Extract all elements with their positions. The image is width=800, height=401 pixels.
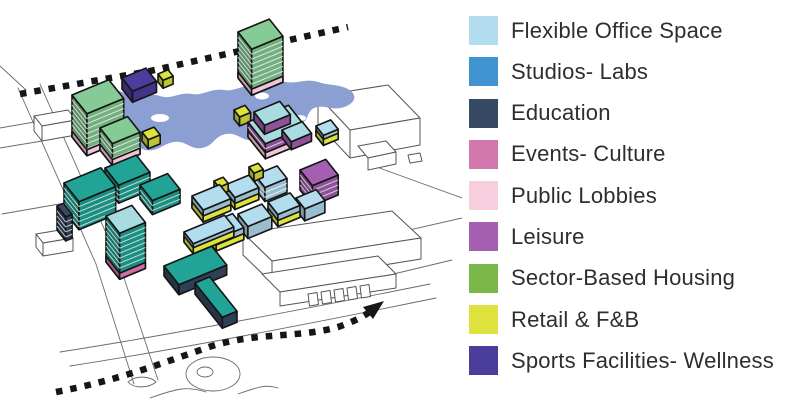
sketch-building-south	[242, 210, 422, 307]
building-labs-block-3	[139, 172, 181, 216]
sketch-building-northeast	[317, 84, 423, 171]
legend-item-studios-labs: Studios- Labs	[469, 57, 774, 87]
legend-label: Flexible Office Space	[511, 17, 723, 43]
building-office-block-6	[267, 192, 301, 228]
buildings	[56, 18, 340, 330]
building-labs-slab-2	[194, 276, 238, 330]
building-events-wing	[281, 120, 313, 151]
path-arrowhead	[363, 301, 384, 319]
building-office-block-8	[183, 214, 235, 255]
roundabout-island	[196, 366, 214, 378]
building-retail-kiosk-3	[233, 104, 252, 127]
legend-label: Sector-Based Housing	[511, 265, 736, 291]
legend-label: Public Lobbies	[511, 182, 657, 208]
building-events-upper	[253, 100, 292, 136]
building-sports-pavilion	[121, 67, 158, 104]
road-line	[0, 65, 27, 91]
legend: Flexible Office Space Studios- Labs Educ…	[469, 16, 774, 376]
building-office-block-1	[191, 183, 232, 223]
road-line	[17, 87, 135, 385]
building-labs-block-1	[63, 167, 117, 231]
legend-item-retail-fb: Retail & F&B	[469, 305, 774, 335]
sketch-house-west-a	[33, 109, 77, 142]
legend-label: Studios- Labs	[511, 58, 649, 84]
dotted-path-south	[55, 307, 375, 396]
building-office-block-9	[315, 119, 340, 147]
legend-item-sector-based-housing: Sector-Based Housing	[469, 263, 774, 293]
legend-item-education: Education	[469, 98, 774, 128]
legend-item-leisure: Leisure	[469, 222, 774, 252]
road-line	[59, 283, 431, 353]
road-line	[149, 388, 207, 399]
legend-swatch-studios-labs	[469, 57, 498, 87]
road-line	[0, 140, 43, 149]
legend-item-public-lobbies: Public Lobbies	[469, 181, 774, 211]
legend-swatch-flexible-office	[469, 16, 498, 45]
legend-swatch-events-culture	[469, 139, 498, 169]
legend-label: Leisure	[511, 223, 585, 249]
legend-item-events-culture: Events- Culture	[469, 139, 774, 169]
building-retail-kiosk-2	[141, 126, 161, 150]
legend-swatch-sector-based-housing	[469, 263, 498, 293]
legend-label: Education	[511, 100, 611, 126]
legend-label: Events- Culture	[511, 141, 666, 167]
legend-swatch-sports-facilities-wellness	[469, 346, 498, 376]
building-retail-kiosk-4	[248, 162, 265, 182]
background-linework	[0, 65, 462, 399]
building-housing-tower-north	[237, 18, 284, 96]
masterplan-diagram	[0, 18, 462, 399]
legend-label: Retail & F&B	[511, 306, 640, 332]
legend-item-sports-facilities-wellness: Sports Facilities- Wellness	[469, 346, 774, 376]
roundabout	[185, 356, 241, 392]
road-blob	[127, 376, 157, 388]
road-line	[237, 385, 279, 395]
legend-swatch-leisure	[469, 222, 498, 252]
lake-island	[255, 92, 269, 100]
legend-swatch-public-lobbies	[469, 181, 498, 211]
road-line	[373, 165, 462, 199]
building-education-sliver	[56, 202, 73, 242]
building-retail-kiosk-1	[157, 69, 174, 89]
building-labs-tower	[105, 204, 147, 281]
legend-swatch-education	[469, 98, 498, 128]
legend-swatch-retail-fb	[469, 305, 498, 335]
legend-label: Sports Facilities- Wellness	[511, 347, 774, 373]
lake-island	[151, 114, 169, 122]
legend-item-flexible-office: Flexible Office Space	[469, 16, 774, 45]
